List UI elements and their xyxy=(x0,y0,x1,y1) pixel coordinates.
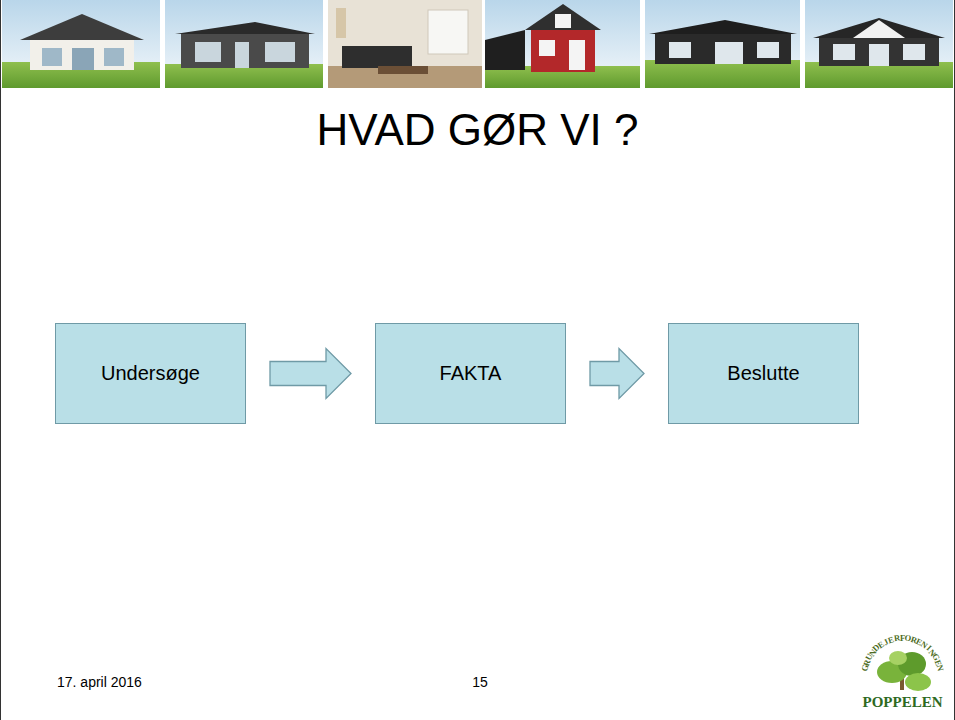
house-door xyxy=(869,44,889,66)
room-sofa xyxy=(342,46,412,68)
photo-sky xyxy=(805,0,953,88)
house-wall xyxy=(819,38,939,66)
logo-letter: N xyxy=(935,664,945,672)
house-door xyxy=(235,42,249,68)
room-floor xyxy=(328,66,482,88)
house-roof xyxy=(20,14,144,40)
logo-tree xyxy=(877,651,931,691)
photo-panel xyxy=(485,0,640,88)
logo-name: POPPELEN xyxy=(855,694,950,711)
house-gable xyxy=(853,20,905,38)
photo-panel xyxy=(2,0,160,88)
photo-panel xyxy=(645,0,800,88)
process-box: FAKTA xyxy=(375,323,566,424)
photo-sky xyxy=(2,0,160,88)
process-box: Beslutte xyxy=(668,323,859,424)
house-window xyxy=(903,44,925,60)
house-window xyxy=(195,42,221,62)
slide-border xyxy=(954,0,955,720)
logo-leaf xyxy=(905,673,931,691)
house-window xyxy=(833,44,855,60)
room-wall xyxy=(328,0,482,88)
house-wall xyxy=(30,40,134,70)
house-wall xyxy=(181,34,309,68)
house-roof xyxy=(175,22,315,34)
house-roof xyxy=(649,20,797,34)
photo-sky xyxy=(485,0,640,88)
house-window xyxy=(669,42,691,58)
house-wall xyxy=(531,30,595,72)
house-window xyxy=(265,42,295,62)
house-window xyxy=(555,14,571,28)
photo-sky xyxy=(645,0,800,88)
photo-panel xyxy=(165,0,323,88)
room-lamp xyxy=(336,8,346,38)
house-window xyxy=(42,48,62,66)
photo-sky xyxy=(165,0,323,88)
block-arrow xyxy=(590,349,644,399)
photo-panel xyxy=(328,0,482,88)
house-door xyxy=(72,48,94,70)
slide-date: 17. april 2016 xyxy=(57,674,257,690)
house-window xyxy=(104,48,124,66)
house-window xyxy=(539,40,555,56)
slide-border xyxy=(0,0,1,720)
slide-number: 15 xyxy=(430,674,530,690)
photo-lawn xyxy=(645,60,800,88)
process-box: Undersøge xyxy=(55,323,246,424)
block-arrow xyxy=(270,349,351,399)
logo-leaf xyxy=(889,651,907,665)
logo-letter: R xyxy=(893,634,900,643)
room-window xyxy=(428,10,468,54)
slide-title: HVAD GØR VI ? xyxy=(0,104,955,156)
house-wall xyxy=(655,34,791,64)
house-roof xyxy=(525,4,601,30)
house-door xyxy=(569,40,585,70)
house-side xyxy=(485,30,525,70)
box-label: Undersøge xyxy=(101,362,200,385)
house-roof xyxy=(813,18,945,38)
box-label: Beslutte xyxy=(727,362,799,385)
box-label: FAKTA xyxy=(440,362,502,385)
house-window xyxy=(757,42,779,58)
room-table xyxy=(378,66,428,74)
house-door xyxy=(715,42,743,64)
photo-panel xyxy=(805,0,953,88)
